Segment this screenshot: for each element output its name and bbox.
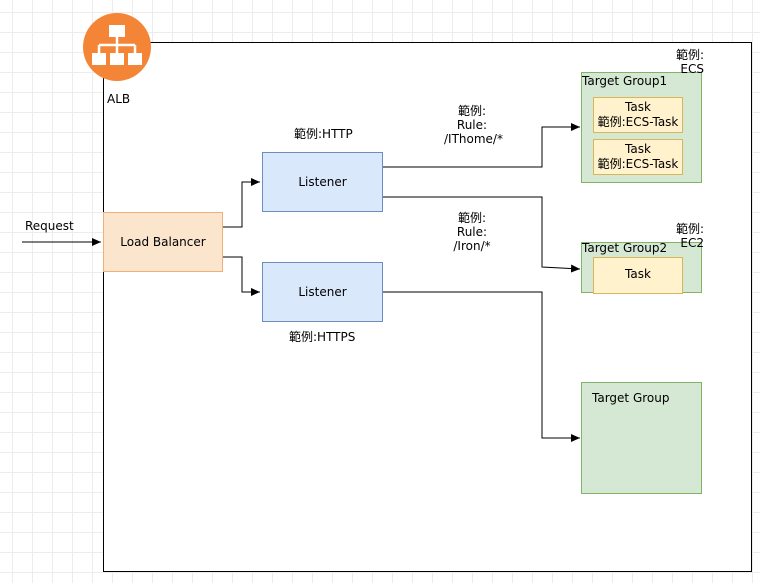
alb-icon[interactable] — [82, 12, 152, 82]
rule-iron-arrow — [383, 196, 581, 273]
rule-ithome-label: 範例: Rule: /IThome/* — [444, 104, 503, 146]
listener-https-node[interactable]: Listener — [262, 262, 383, 322]
rule-iron-label: 範例: Rule: /Iron/* — [453, 211, 491, 253]
task-ec2[interactable]: Task — [593, 257, 683, 294]
task-ecs-2-example: 範例:ECS-Task — [597, 157, 679, 171]
target-group-2-title: Target Group2 — [582, 241, 668, 255]
task-ecs-2[interactable]: Task 範例:ECS-Task — [593, 139, 683, 175]
target-group-2-note: 範例: EC2 — [675, 222, 704, 250]
target-group-1-title: Target Group1 — [582, 74, 668, 88]
load-balancer-node[interactable]: Load Balancer — [103, 212, 223, 272]
listener-http-label: Listener — [298, 175, 347, 189]
listener-https-caption: 範例:HTTPS — [289, 330, 356, 344]
lb-to-http-listener-arrow — [223, 178, 260, 228]
task-ecs-1[interactable]: Task 範例:ECS-Task — [593, 97, 683, 133]
rule-ithome-arrow — [383, 123, 580, 168]
alb-label: ALB — [107, 92, 131, 106]
listener-https-label: Listener — [298, 285, 347, 299]
load-balancer-label: Load Balancer — [120, 235, 206, 249]
listener-http-node[interactable]: Listener — [262, 152, 383, 212]
target-group-1-note: 範例: ECS — [675, 48, 704, 76]
listener-http-caption: 範例:HTTP — [294, 127, 353, 141]
task-ec2-title: Task — [625, 267, 651, 281]
target-group-3-title: Target Group — [592, 391, 670, 405]
task-ecs-2-title: Task — [625, 142, 651, 156]
target-group-3[interactable]: Target Group — [581, 382, 702, 494]
request-label: Request — [25, 219, 74, 233]
lb-to-https-listener-arrow — [223, 256, 260, 296]
target-group-2[interactable]: Target Group2 Task — [581, 241, 702, 294]
target-group-1[interactable]: Target Group1 Task 範例:ECS-Task Task 範例:E… — [581, 72, 702, 183]
task-ecs-1-example: 範例:ECS-Task — [597, 115, 679, 129]
https-to-target-group-arrow — [383, 291, 580, 442]
task-ecs-1-title: Task — [625, 100, 651, 114]
